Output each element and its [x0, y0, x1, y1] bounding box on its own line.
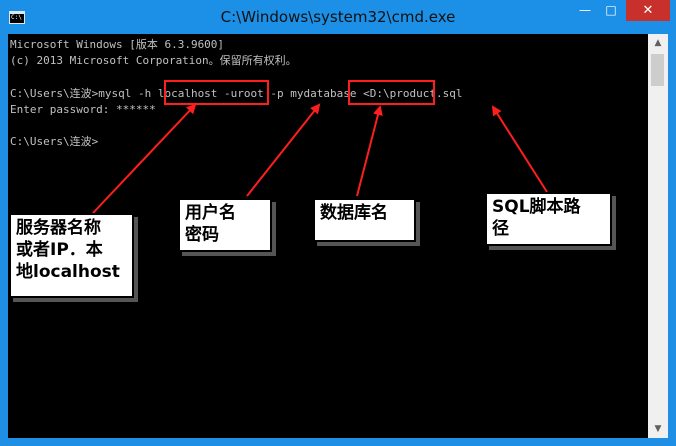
maximize-button[interactable]: □	[605, 3, 617, 17]
console-line-command: C:\Users\连波>mysql -h localhost -uroot -p…	[10, 87, 463, 100]
arrow-server	[92, 103, 197, 214]
vertical-scrollbar[interactable]: ▲ ▼	[648, 34, 668, 438]
chevron-up-icon[interactable]: ▲	[654, 38, 662, 48]
highlight-database	[348, 80, 435, 105]
arrow-sql-path	[491, 105, 548, 193]
console-line-password: Enter password: ******	[10, 103, 156, 116]
callout-sql-path: SQL脚本路 径	[485, 192, 612, 246]
scrollbar-thumb[interactable]	[651, 54, 664, 86]
console-line-prompt: C:\Users\连波>	[10, 135, 99, 148]
console-line-copyright: (c) 2013 Microsoft Corporation。保留所有权利。	[10, 54, 297, 67]
close-button[interactable]: ✕	[626, 0, 670, 21]
window-title: C:\Windows\system32\cmd.exe	[220, 8, 456, 26]
arrow-database	[356, 105, 383, 197]
callout-database: 数据库名	[313, 198, 416, 242]
title-bar[interactable]: C:\Windows\system32\cmd.exe — □ ✕	[0, 0, 676, 34]
callout-user-password: 用户名 密码	[178, 198, 272, 252]
callout-server: 服务器名称 或者IP．本 地localhost	[9, 213, 134, 298]
chevron-down-icon[interactable]: ▼	[654, 424, 662, 434]
minimize-button[interactable]: —	[579, 3, 591, 17]
highlight-host	[164, 80, 269, 105]
arrow-user-password	[246, 103, 321, 197]
cmd-icon[interactable]	[9, 11, 25, 24]
console-line-version: Microsoft Windows [版本 6.3.9600]	[10, 38, 225, 51]
